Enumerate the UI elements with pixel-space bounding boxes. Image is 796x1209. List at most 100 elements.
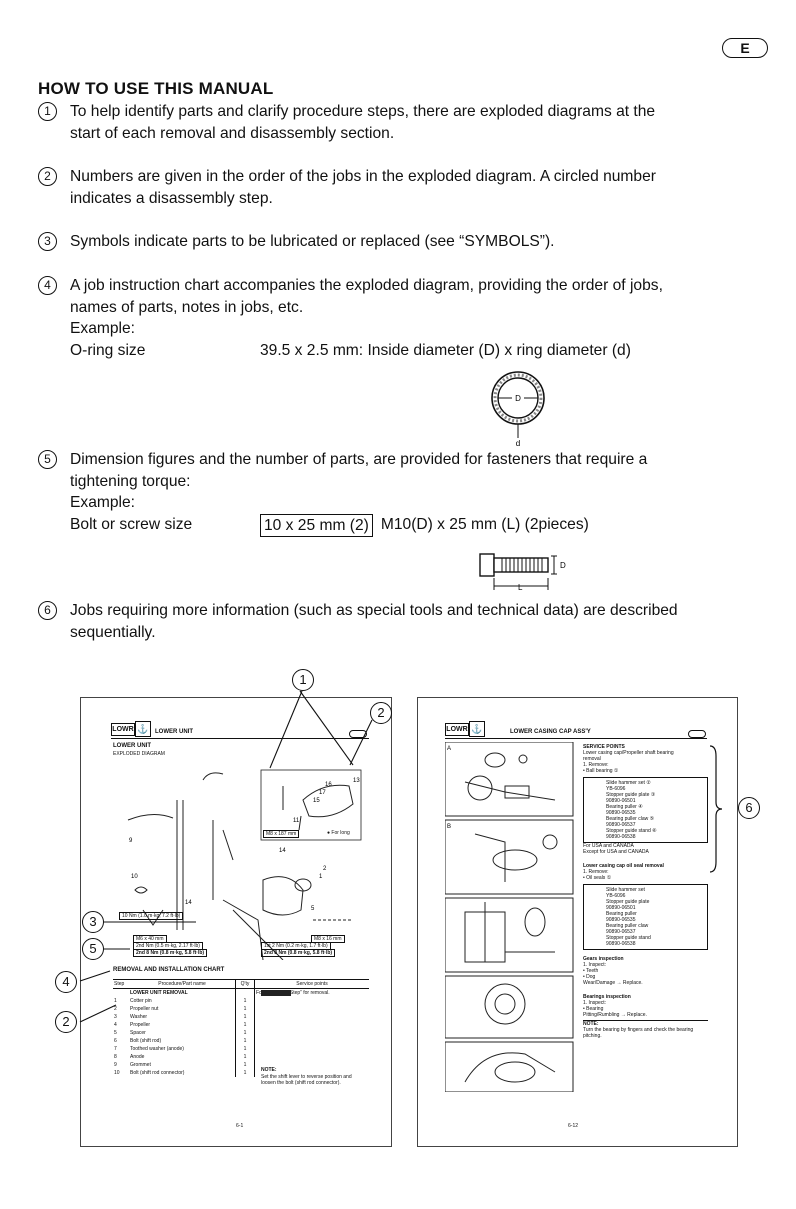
item-line: Dimension figures and the number of part… <box>70 451 648 468</box>
qty-cell: 1 <box>235 1053 255 1061</box>
tool-line: Bearing puller claw ⑤ <box>606 816 655 822</box>
tool-line: 90890-06537 <box>606 929 636 935</box>
service-cell: Follow the left “Step” for removal. <box>256 990 330 996</box>
svg-text:1: 1 <box>319 874 323 880</box>
tool-line: 90890-06538 <box>606 941 636 947</box>
procedure-cell: Bolt (shift rod) <box>130 1038 162 1044</box>
step-cell: 5 <box>114 1030 117 1036</box>
item-number: 5 <box>38 450 57 469</box>
qty-cell: 1 <box>235 1013 255 1021</box>
oil-seal-line: 1. Remove: <box>583 869 609 875</box>
item-number: 2 <box>38 167 57 186</box>
svg-text:14: 14 <box>279 848 286 854</box>
tool-line: Bearing puller ④ <box>606 804 643 810</box>
item-line: tightening torque: <box>70 472 191 490</box>
callout-1: 1 <box>292 669 314 691</box>
sp-title: SERVICE POINTS <box>583 744 625 750</box>
note-title: NOTE: <box>583 1020 708 1027</box>
service-cell <box>255 1037 370 1045</box>
language-badge: E <box>722 38 768 58</box>
step-cell: 2 <box>114 1006 117 1012</box>
item-line: Numbers are given in the order of the jo… <box>70 168 656 185</box>
service-cell <box>255 1053 370 1061</box>
item-2: 2 Numbers are given in the order of the … <box>38 166 778 209</box>
qty-cell: 1 <box>235 997 255 1005</box>
item-line: Symbols indicate parts to be lubricated … <box>70 233 555 250</box>
outboard-icon: ⚓ <box>135 721 151 737</box>
note-line: Except for USA and CANADA <box>583 849 649 855</box>
svg-text:10: 10 <box>131 874 138 880</box>
bearing-line: 1. Inspect: <box>583 1000 607 1006</box>
note-text: Turn the bearing by fingers and check th… <box>583 1027 694 1039</box>
service-cell <box>255 1021 370 1029</box>
procedure-cell: Washer <box>130 1014 148 1020</box>
step-cell: 6 <box>114 1038 117 1044</box>
qty-cell: 1 <box>235 1045 255 1053</box>
tool-line: Slide hammer set <box>606 887 645 893</box>
example-label: Example: <box>70 320 136 337</box>
tool-line: 90890-06535 <box>606 810 636 816</box>
item-3: 3 Symbols indicate parts to be lubricate… <box>38 231 778 253</box>
oring-value: 39.5 x 2.5 mm: Inside diameter (D) x rin… <box>260 341 631 359</box>
qty-cell: 1 <box>235 1069 255 1077</box>
special-mark <box>261 990 291 996</box>
svg-text:11: 11 <box>293 818 300 824</box>
note-line: For USA and CANADA <box>583 843 634 849</box>
step-cell: 1 <box>114 998 117 1004</box>
step-cell: 4 <box>114 1022 117 1028</box>
tool-line: YB-6096 <box>606 786 626 792</box>
oring-diagram: D d <box>491 371 545 448</box>
tool-line: Bearing puller claw <box>606 923 649 929</box>
callout-5: 5 <box>82 938 104 960</box>
item-number: 4 <box>38 276 57 295</box>
lang-badge-small <box>688 730 706 738</box>
step-cell: 9 <box>114 1062 117 1068</box>
svg-text:16: 16 <box>325 782 332 788</box>
for-long-note: ● For long <box>327 830 350 836</box>
page-number: 6-12 <box>568 1123 579 1129</box>
item-number: 1 <box>38 102 57 121</box>
procedure-cell: Cotter pin <box>130 998 152 1004</box>
subsection-title: EXPLODED DIAGRAM <box>113 751 165 757</box>
service-cell <box>255 1005 370 1013</box>
bolt-size-box: 10 x 25 mm (2) <box>260 513 373 537</box>
bolt-L-label: L <box>518 583 523 592</box>
tool-line: 90890-06538 <box>606 834 636 840</box>
note-title: NOTE: <box>261 1067 277 1073</box>
item-number: 6 <box>38 601 57 620</box>
item-4: 4 A job instruction chart accompanies th… <box>38 275 778 361</box>
bearing-line: • Bearing <box>583 1006 604 1012</box>
item-line: To help identify parts and clarify proce… <box>70 103 656 120</box>
sample-page-left: LOWR ⚓ LOWER UNIT LOWER UNIT EXPLODED DI… <box>80 697 392 1147</box>
item-line: A job instruction chart accompanies the … <box>70 277 663 294</box>
service-cell <box>255 1013 370 1021</box>
section-tag: LOWR <box>111 723 135 736</box>
service-cell <box>255 1045 370 1053</box>
removal-chart: Step Procedure/Part name Q'ty Service po… <box>113 979 369 1077</box>
step-cell: 7 <box>114 1046 117 1052</box>
qty-cell <box>235 988 255 997</box>
bearing-line: Pitting/Rumbling → Replace. <box>583 1012 647 1018</box>
callout-3: 3 <box>82 911 104 933</box>
oring-label: O-ring size <box>70 341 146 359</box>
section-tag: LOWR <box>445 723 469 736</box>
service-cell <box>255 1029 370 1037</box>
svg-text:17: 17 <box>319 790 326 796</box>
svg-text:9: 9 <box>129 838 133 844</box>
bolt-D-label: D <box>560 561 566 570</box>
section-title: LOWER UNIT <box>113 743 151 749</box>
oil-seal-line: • Oil seals ① <box>583 875 612 881</box>
tool-line: 90890-06501 <box>606 798 636 804</box>
torque-callout-3b: 2nd 8 Nm (0.8 m·kg, 5.8 ft·lb) <box>261 949 336 957</box>
tool-line: Stopper guide plate <box>606 899 650 905</box>
